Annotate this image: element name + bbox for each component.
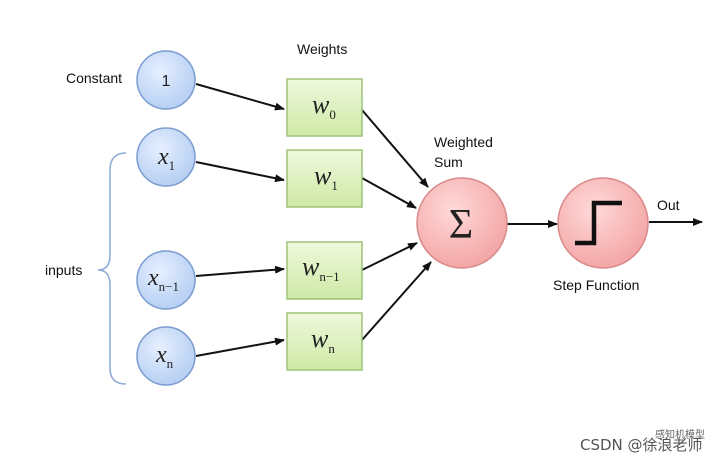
arrow-input-2-to-weight-2 <box>195 265 285 277</box>
input-node-constant: 1 <box>136 50 196 110</box>
input-xn-1-symbol: x <box>147 265 159 291</box>
weight-wn-subscript: n <box>328 341 335 356</box>
svg-text:xn: xn <box>155 342 174 371</box>
svg-text:wn−1: wn−1 <box>302 252 340 284</box>
input-x1-symbol: x <box>157 144 169 170</box>
weight-wn-symbol: w <box>311 324 329 353</box>
arrow-weight-0-to-sum <box>361 109 429 188</box>
input-node-xn: xn <box>136 326 196 386</box>
inputs-label: inputs <box>45 262 82 278</box>
input-x1-subscript: 1 <box>169 158 176 173</box>
svg-text:w0: w0 <box>312 90 336 122</box>
step-function-node <box>557 177 649 269</box>
arrow-input-3-to-weight-3 <box>195 337 285 357</box>
watermark-main: CSDN @徐浪老师 <box>580 436 703 454</box>
svg-text:w1: w1 <box>314 161 338 193</box>
svg-text:xn−1: xn−1 <box>147 265 179 294</box>
constant-value: 1 <box>162 73 171 90</box>
weight-wn-1-symbol: w <box>302 252 320 281</box>
weight-w0-symbol: w <box>312 90 330 119</box>
weight-w1-symbol: w <box>314 161 332 190</box>
constant-label: Constant <box>66 70 122 86</box>
arrow-weight-1-to-sum <box>361 177 417 209</box>
watermark-small: 感知机模型 <box>655 428 705 441</box>
weight-w1-subscript: 1 <box>331 178 338 193</box>
input-node-x1: x1 <box>136 127 196 187</box>
summation-node: Σ <box>416 177 508 269</box>
svg-text:x1: x1 <box>157 144 175 173</box>
weight-node-w0: w0 <box>286 78 363 137</box>
step-function-icon <box>575 200 622 246</box>
input-xn-1-subscript: n−1 <box>159 279 179 294</box>
weight-node-wn-1: wn−1 <box>286 241 363 300</box>
out-label: Out <box>657 197 680 213</box>
input-xn-subscript: n <box>167 356 174 371</box>
arrow-weight-2-to-sum <box>361 242 418 271</box>
arrow-input-1-to-weight-1 <box>195 161 285 183</box>
svg-text:wn: wn <box>311 324 335 356</box>
weights-label: Weights <box>297 41 347 57</box>
weighted-label: Weighted <box>434 134 493 150</box>
input-xn-symbol: x <box>155 342 167 368</box>
weight-w0-subscript: 0 <box>329 107 336 122</box>
step-function-label: Step Function <box>553 277 639 293</box>
arrow-weight-3-to-sum <box>361 261 432 341</box>
sigma-icon: Σ <box>449 202 473 248</box>
arrow-input-0-to-weight-0 <box>195 83 285 111</box>
weight-node-wn: wn <box>286 312 363 371</box>
input-node-xn-1: xn−1 <box>136 250 196 310</box>
sum-label: Sum <box>434 154 463 170</box>
inputs-brace <box>97 152 127 385</box>
weight-node-w1: w1 <box>286 149 363 208</box>
weight-wn-1-subscript: n−1 <box>319 269 339 284</box>
